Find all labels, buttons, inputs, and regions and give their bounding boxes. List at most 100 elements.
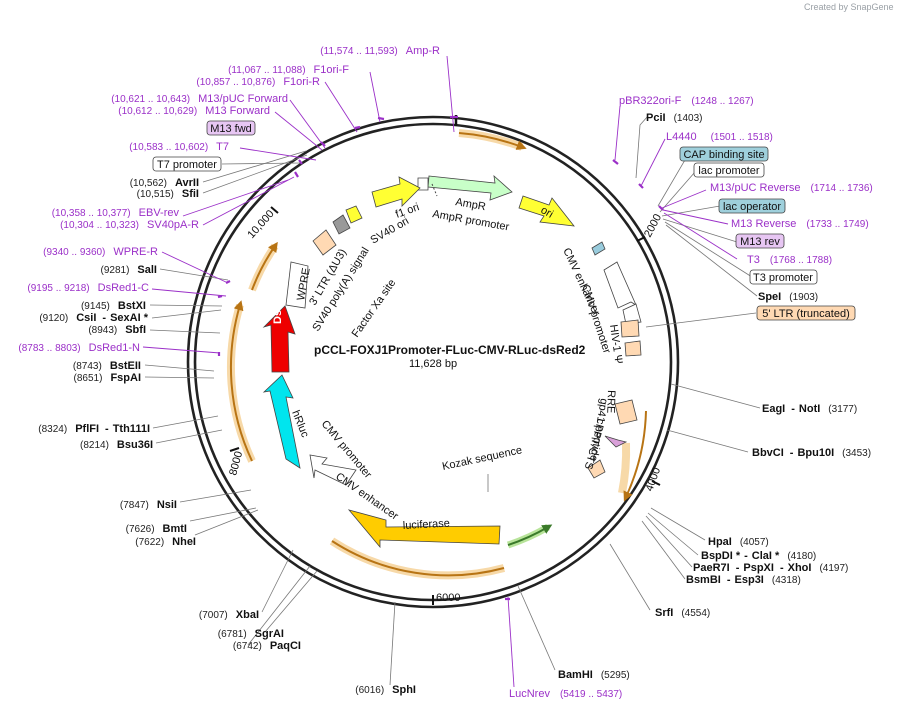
enzyme-hpai[interactable]: HpaI(4057)	[708, 536, 769, 548]
box-t3-promoter[interactable]: T3 promoter	[749, 269, 818, 285]
label-factor-xa: Factor Xa site	[350, 277, 399, 339]
enzymes-left: (6016)SphI (6742)PaqCI (6781)SgrAI (7007…	[38, 177, 416, 696]
enzyme-sgrai[interactable]: (6781)SgrAI	[218, 628, 284, 640]
3ltr-box	[312, 229, 337, 256]
primer-ebv-rev[interactable]: (10,358 .. 10,377)EBV-rev	[52, 207, 180, 219]
ori-arrow[interactable]	[518, 195, 575, 227]
box-m13-fwd[interactable]: M13 fwd	[206, 120, 256, 136]
primer-t3[interactable]: T3(1768 .. 1788)	[747, 254, 832, 266]
primer-m13-reverse[interactable]: M13 Reverse(1733 .. 1749)	[731, 218, 869, 230]
rre-box	[614, 399, 638, 425]
sv40-ori-box	[345, 205, 363, 224]
label-rre: RRE	[604, 390, 617, 414]
scale-10000: 10,000	[245, 208, 276, 241]
primer-ticks	[217, 115, 664, 601]
scale-8000: 8000	[227, 450, 245, 477]
sv40-polya-box	[332, 214, 351, 235]
enzyme-eagi-noti[interactable]: EagI-NotI(3177)	[762, 403, 857, 415]
enzyme-avrii[interactable]: (10,562)AvrII	[130, 177, 199, 189]
enzyme-sfii[interactable]: (10,515)SfiI	[137, 188, 199, 200]
primer-l4440[interactable]: L4440(1501 .. 1518)	[666, 131, 773, 143]
plasmid-name: pCCL-FOXJ1Promoter-FLuc-CMV-RLuc-dsRed2	[314, 343, 586, 357]
primer-t7[interactable]: (10,583 .. 10,602)T7	[129, 141, 229, 153]
enzyme-tth111i[interactable]: (8324)PflFI-Tth111I	[38, 423, 150, 435]
primer-m13-puc-reverse[interactable]: M13/pUC Reverse(1714 .. 1736)	[710, 182, 873, 194]
primer-wpre-r[interactable]: (9340 .. 9360)WPRE-R	[43, 246, 158, 258]
enzyme-clai[interactable]: BspDI *-ClaI *(4180)	[701, 550, 816, 562]
f1-ori-arrow[interactable]	[371, 176, 421, 208]
cppt-box	[587, 459, 606, 479]
enzyme-bbvci[interactable]: BbvCI-Bpu10I(3453)	[752, 447, 871, 459]
primer-m13-puc-forward[interactable]: (10,621 .. 10,643)M13/pUC Forward	[111, 93, 288, 105]
primer-dsred1-n[interactable]: (8783 .. 8803)DsRed1-N	[18, 342, 140, 354]
svg-text:T3 promoter: T3 promoter	[753, 272, 813, 284]
box-m13-rev[interactable]: M13 rev	[735, 233, 785, 249]
primer-dsred1-c[interactable]: (9195 .. 9218)DsRed1-C	[27, 282, 149, 294]
primer-f1ori-f[interactable]: (11,067 .. 11,088)F1ori-F	[228, 64, 349, 76]
label-ampr-promoter: AmpR promoter	[431, 208, 510, 233]
cap-site-box	[591, 241, 606, 256]
label-ori: ori	[539, 204, 556, 221]
ampr-arrow[interactable]	[427, 174, 513, 201]
luciferase-arrow[interactable]	[347, 509, 501, 549]
ampr-promoter-arrow[interactable]	[417, 177, 429, 191]
enzyme-xhoi[interactable]: PaeR7I-PspXI-XhoI(4197)	[693, 562, 848, 574]
enzyme-srfi[interactable]: SrfI(4554)	[655, 607, 710, 619]
enzyme-sexai[interactable]: (9120)CsiI-SexAI *	[39, 312, 148, 324]
svg-text:lac promoter: lac promoter	[698, 165, 759, 177]
cmv-promoter-box	[622, 303, 642, 325]
box-5ltr-truncated[interactable]: 5' LTR (truncated)	[756, 305, 856, 321]
cmv-enhancer-2-arrow[interactable]	[309, 454, 357, 486]
enzyme-bsu36i[interactable]: (8214)Bsu36I	[80, 439, 153, 451]
cmv-enhancer-arrow[interactable]	[603, 261, 637, 309]
box-lac-promoter[interactable]: lac promoter	[693, 162, 765, 178]
label-luciferase: luciferase	[403, 518, 451, 532]
enzyme-bmti[interactable]: (7626)BmtI	[126, 523, 187, 535]
enzyme-bstxi[interactable]: (9145)BstXI	[81, 300, 146, 312]
primer-pbr322ori-f[interactable]: pBR322ori-F(1248 .. 1267)	[619, 95, 754, 107]
plasmid-size: 11,628 bp	[409, 358, 457, 370]
primer-f1ori-r[interactable]: (10,857 .. 10,876)F1ori-R	[196, 76, 320, 88]
wpre-box	[285, 261, 309, 309]
svg-text:M13 fwd: M13 fwd	[210, 123, 252, 135]
primer-amp-r[interactable]: (11,574 .. 11,593)Amp-R	[320, 45, 440, 57]
leader-lines	[144, 115, 761, 686]
box-cap-binding-site[interactable]: CAP binding site	[679, 146, 769, 162]
label-wpre: WPRE	[295, 267, 313, 302]
enzyme-nhei[interactable]: (7622)NheI	[135, 536, 196, 548]
enzymes-right: PciI(1403) SpeI(1903) EagI-NotI(3177) Bb…	[558, 112, 871, 681]
enzyme-nsii[interactable]: (7847)NsiI	[120, 499, 177, 511]
box-lac-operator[interactable]: lac operator	[718, 198, 786, 214]
backbone-outer	[186, 115, 680, 609]
primer-lucnrev[interactable]: LucNrev(5419 .. 5437)	[509, 688, 622, 700]
hiv-psi-box-2	[624, 340, 642, 357]
scale-6000: 6000	[436, 592, 460, 604]
svg-text:T7 promoter: T7 promoter	[157, 159, 217, 171]
enzyme-bamhi[interactable]: BamHI(5295)	[558, 669, 630, 681]
label-dsred2: DsRed2	[272, 283, 284, 324]
label-sv40-ori: SV40 ori	[369, 215, 412, 246]
enzyme-bsteii[interactable]: (8743)BstEII	[73, 360, 141, 372]
enzyme-paqci[interactable]: (6742)PaqCI	[233, 640, 301, 652]
label-hiv-psi: HIV-1 Ψ	[607, 324, 624, 365]
primer-sv40pa-r[interactable]: (10,304 .. 10,323)SV40pA-R	[60, 219, 199, 231]
enzyme-spei[interactable]: SpeI(1903)	[758, 291, 818, 303]
box-t7-promoter[interactable]: T7 promoter	[152, 156, 222, 172]
enzyme-xbai[interactable]: (7007)XbaI	[199, 609, 259, 621]
plasmid-title: pCCL-FOXJ1Promoter-FLuc-CMV-RLuc-dsRed2 …	[314, 343, 586, 370]
primer-m13-forward[interactable]: (10,612 .. 10,629)M13 Forward	[118, 105, 270, 117]
enzyme-fspai[interactable]: (8651)FspAI	[74, 372, 141, 384]
label-kozak: Kozak sequence	[441, 444, 523, 473]
hrluc-arrow[interactable]	[262, 374, 301, 469]
enzyme-pcii[interactable]: PciI(1403)	[646, 112, 702, 124]
primer-leaders	[142, 55, 738, 688]
enzyme-sbfi[interactable]: (8943)SbfI	[88, 324, 146, 336]
enzyme-sphi[interactable]: (6016)SphI	[355, 684, 416, 696]
enzyme-bsmbi[interactable]: BsmBI-Esp3I(4318)	[686, 574, 801, 586]
dsred2-arrow[interactable]	[262, 305, 296, 373]
hiv-psi-box	[620, 319, 640, 338]
enzyme-sali[interactable]: (9281)SalI	[101, 264, 157, 276]
svg-text:M13 rev: M13 rev	[740, 236, 780, 248]
svg-text:5' LTR (truncated): 5' LTR (truncated)	[762, 308, 849, 320]
features	[262, 174, 642, 549]
